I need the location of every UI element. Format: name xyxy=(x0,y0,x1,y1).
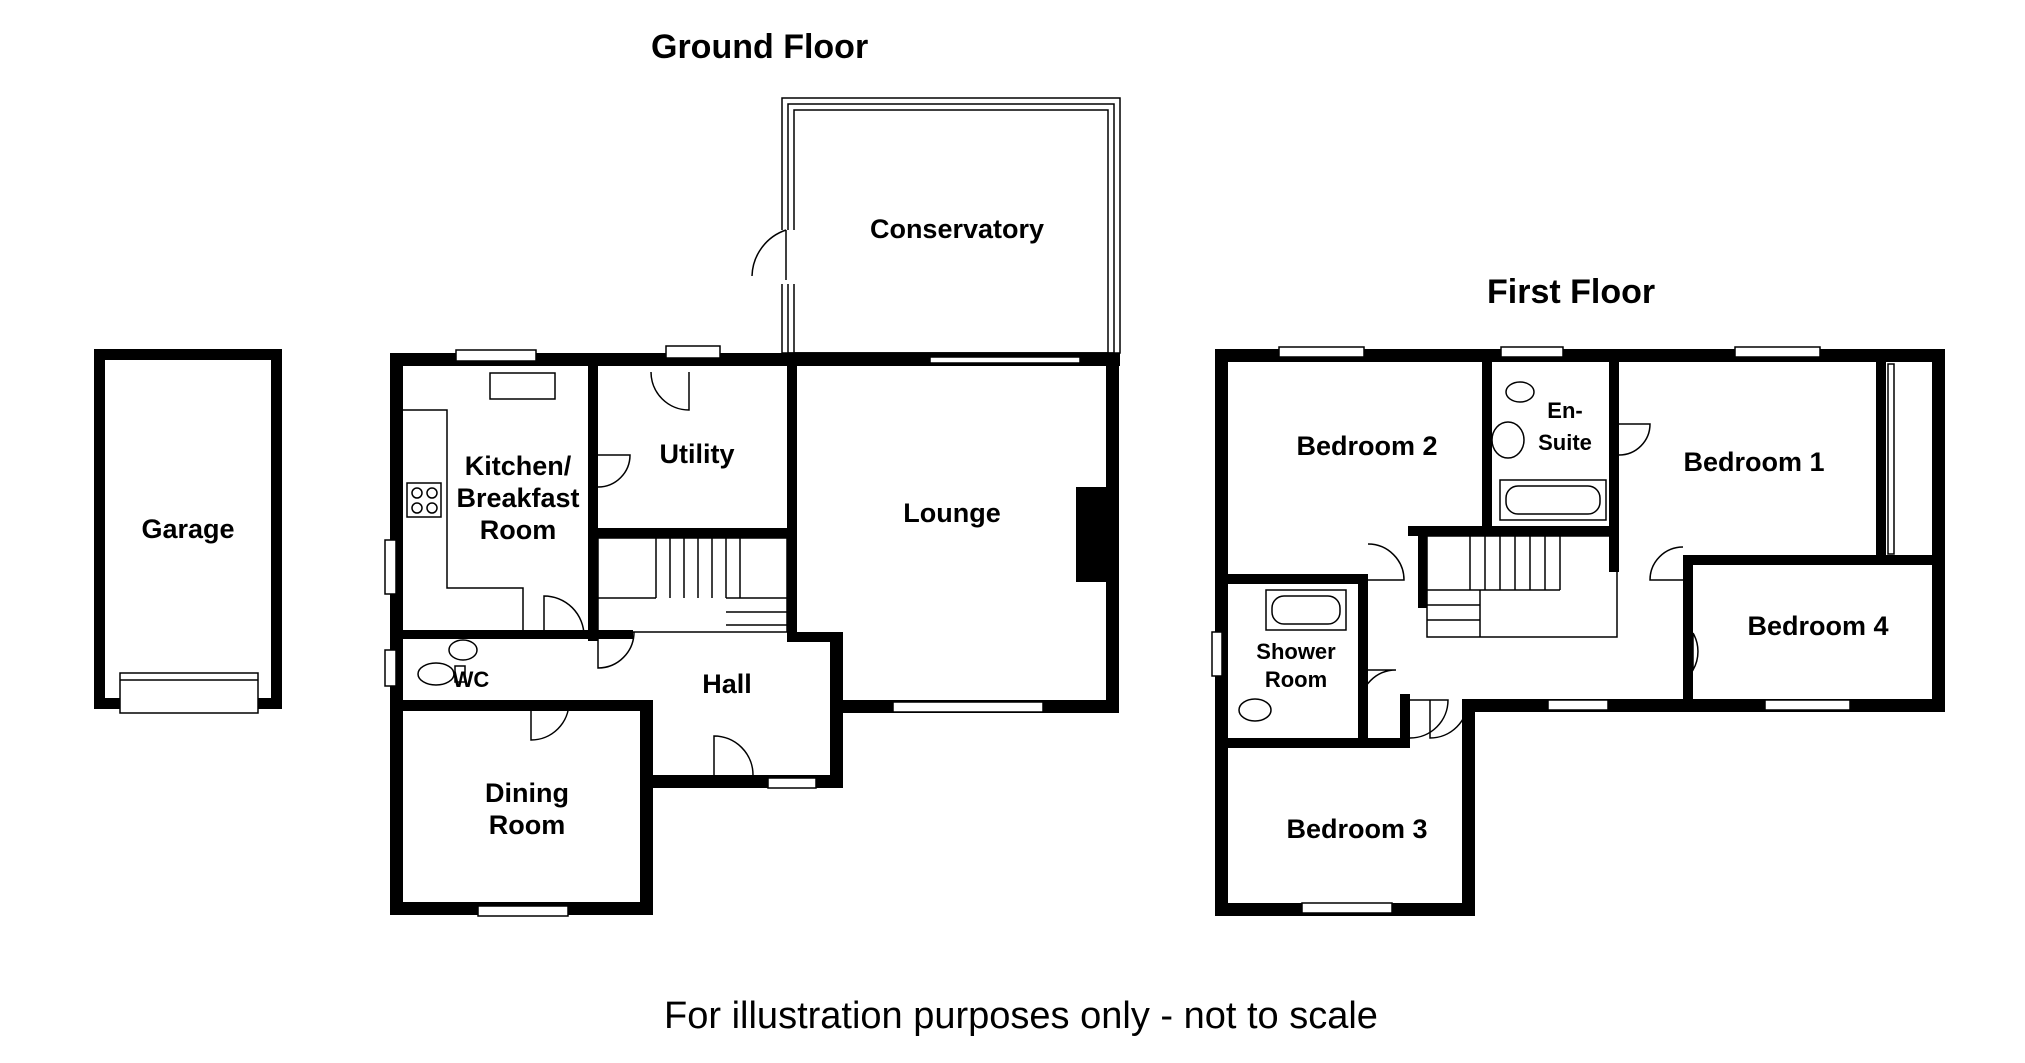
bedroom2-label: Bedroom 2 xyxy=(1296,431,1437,461)
wc-label: WC xyxy=(453,667,490,692)
conservatory-label: Conservatory xyxy=(870,214,1044,244)
utility-label: Utility xyxy=(659,439,734,469)
bedroom1-label: Bedroom 1 xyxy=(1683,447,1824,477)
bedroom4-label: Bedroom 4 xyxy=(1747,611,1888,641)
hall-label: Hall xyxy=(702,669,752,699)
bathroom-fixtures xyxy=(1238,381,1607,722)
conservatory-door xyxy=(751,229,787,280)
first-floor-heading: First Floor xyxy=(1487,273,1655,311)
ground-floor-stairs xyxy=(597,537,788,633)
ground-floor-heading: Ground Floor xyxy=(651,28,868,66)
ensuite-label-line2: Suite xyxy=(1538,430,1592,455)
bedroom3-label: Bedroom 3 xyxy=(1286,814,1427,844)
ground-floor-walls xyxy=(390,353,1120,915)
garage-label: Garage xyxy=(141,514,234,544)
lounge-label: Lounge xyxy=(903,498,1000,528)
first-floor-stairs xyxy=(1426,535,1618,638)
kitchen-label-line3: Room xyxy=(480,515,557,545)
kitchen-label-line2: Breakfast xyxy=(456,483,579,513)
shower-label-line1: Shower xyxy=(1256,639,1336,664)
wc-fixtures xyxy=(417,639,478,686)
first-floor-windows xyxy=(1211,346,1895,914)
ensuite-label-line1: En- xyxy=(1547,398,1582,423)
dining-label-line2: Room xyxy=(489,810,566,840)
shower-label-line2: Room xyxy=(1265,667,1327,692)
first-floor-doors xyxy=(1359,423,1699,739)
kitchen-label-line1: Kitchen/ xyxy=(465,451,572,481)
disclaimer-footer: For illustration purposes only - not to … xyxy=(664,995,1378,1037)
dining-label-line1: Dining xyxy=(485,778,569,808)
kitchen-worktop xyxy=(403,372,556,630)
ground-floor-windows xyxy=(384,345,1081,917)
ground-floor-doors xyxy=(530,371,754,776)
garage-door xyxy=(119,672,259,714)
